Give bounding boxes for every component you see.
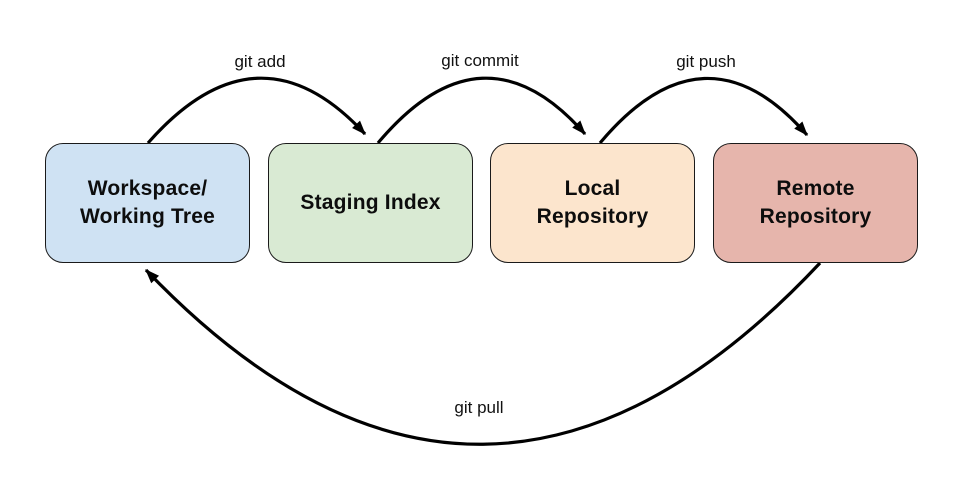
git-push-arrow	[598, 76, 809, 145]
node-remote-repository: Remote Repository	[713, 143, 918, 263]
edge-label-git-pull: git pull	[454, 398, 504, 417]
node-label-line: Workspace/	[87, 177, 208, 200]
node-label-line: Repository	[536, 205, 649, 228]
edge-label-git-push: git push	[676, 52, 736, 71]
node-label-line: Remote	[776, 177, 855, 200]
node-local-repository: Local Repository	[490, 143, 695, 263]
node-label-line: Local	[564, 177, 621, 200]
node-label-line: Working Tree	[79, 205, 216, 228]
git-commit-arrow	[376, 76, 587, 145]
node-label-line: Staging Index	[300, 191, 441, 214]
git-pull-arrow	[144, 261, 822, 446]
node-workspace-working-tree: Workspace/ Working Tree	[45, 143, 250, 263]
node-label-line: Repository	[759, 205, 872, 228]
edge-label-git-commit: git commit	[441, 51, 519, 70]
node-staging-index: Staging Index	[268, 143, 473, 263]
git-add-arrow	[146, 76, 367, 145]
edge-label-git-add: git add	[234, 52, 286, 71]
